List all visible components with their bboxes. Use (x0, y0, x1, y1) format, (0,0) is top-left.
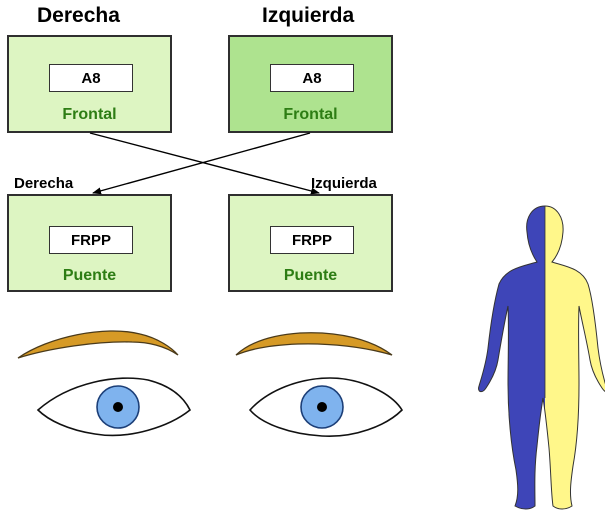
pons-area-label-right: FRPP (49, 226, 133, 254)
area-label-right: A8 (49, 64, 133, 92)
pons-box-right: FRPP Puente (7, 194, 172, 292)
crossing-arrow-to-left (89, 132, 320, 195)
human-body-icon (478, 205, 605, 510)
frontal-box-left: A8 Frontal (228, 35, 393, 133)
eyebrow-icon (235, 332, 393, 356)
header-left: Izquierda (262, 4, 355, 27)
region-label-right: Frontal (62, 106, 117, 123)
frontal-box-right: A8 Frontal (7, 35, 172, 133)
region-label-left: Frontal (283, 106, 338, 123)
pons-region-label-left: Puente (283, 267, 338, 284)
eyebrow-icon (17, 330, 179, 359)
pons-side-label-right: Derecha (14, 175, 74, 192)
area-label-left: A8 (270, 64, 354, 92)
eye-icon (248, 377, 404, 437)
pons-area-label-left: FRPP (270, 226, 354, 254)
eye-icon (36, 377, 192, 437)
pons-region-label-right: Puente (62, 267, 117, 284)
pons-box-left: FRPP Puente (228, 194, 393, 292)
header-right: Derecha (37, 4, 120, 27)
pons-side-label-left: Izquierda (311, 175, 377, 192)
crossing-arrow-to-right (92, 132, 311, 195)
